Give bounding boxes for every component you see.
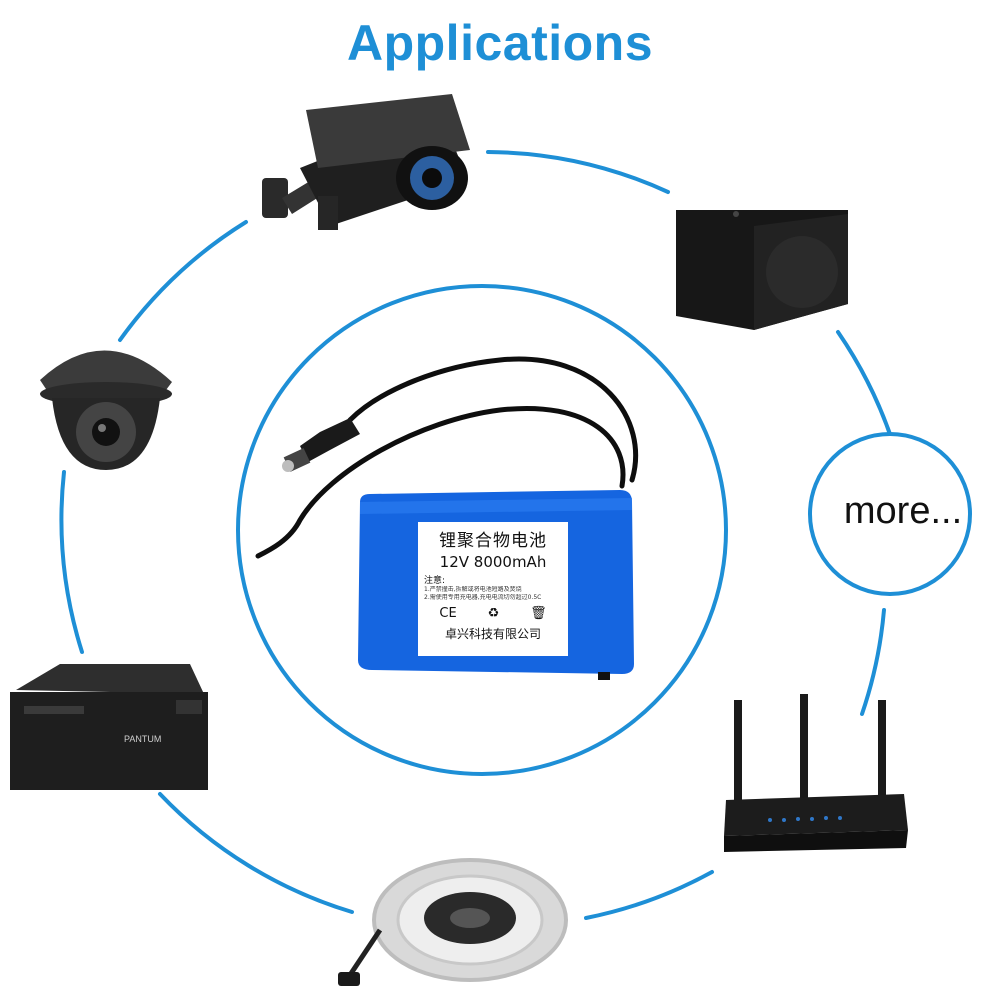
printer-icon: PANTUM (10, 664, 208, 790)
recycle-icon: ♻ (487, 606, 500, 621)
battery-note-line: 1.严禁撞击,拆解或将电池短路及焚烧 (424, 586, 522, 593)
battery-marks: CE ♻ 🗑 (424, 606, 562, 621)
led-strip-icon (338, 858, 568, 986)
battery-cable (255, 356, 639, 559)
battery-label: 锂聚合物电池 12V 8000mAh 注意: 1.严禁撞击,拆解或将电池短路及焚… (418, 522, 568, 656)
battery-note-line: 2.需使用专用充电器,充电电流切勿超过0.5C (424, 594, 542, 601)
battery-company: 卓兴科技有限公司 (444, 627, 541, 641)
crossed-bin-icon: 🗑 (530, 606, 547, 621)
ring-arc-top-right (486, 150, 670, 194)
ring-arc-bottom-left (158, 792, 354, 914)
ring-arc-left-upper (118, 220, 248, 342)
printer-brand: PANTUM (124, 734, 161, 744)
speaker-icon (676, 210, 848, 330)
ring-arc-right-lower (860, 608, 886, 716)
outer-ring (59, 150, 894, 920)
battery-spec: 12V 8000mAh (439, 553, 547, 571)
more-label: more... (843, 490, 963, 532)
battery-note-heading: 注意: (424, 576, 446, 586)
router-icon (724, 694, 908, 852)
dome-camera-icon (40, 350, 172, 470)
ring-arc-left-lower (59, 470, 84, 654)
bullet-camera-icon (262, 94, 470, 230)
ce-mark-icon: CE (439, 606, 457, 621)
ring-arc-right-upper (836, 330, 894, 442)
battery-title: 锂聚合物电池 (439, 531, 547, 551)
more-circle (808, 432, 972, 596)
ring-arc-bottom-right (584, 870, 714, 920)
dc-plug (282, 418, 360, 472)
page-title: Applications (346, 15, 654, 71)
inner-circle (236, 284, 728, 776)
